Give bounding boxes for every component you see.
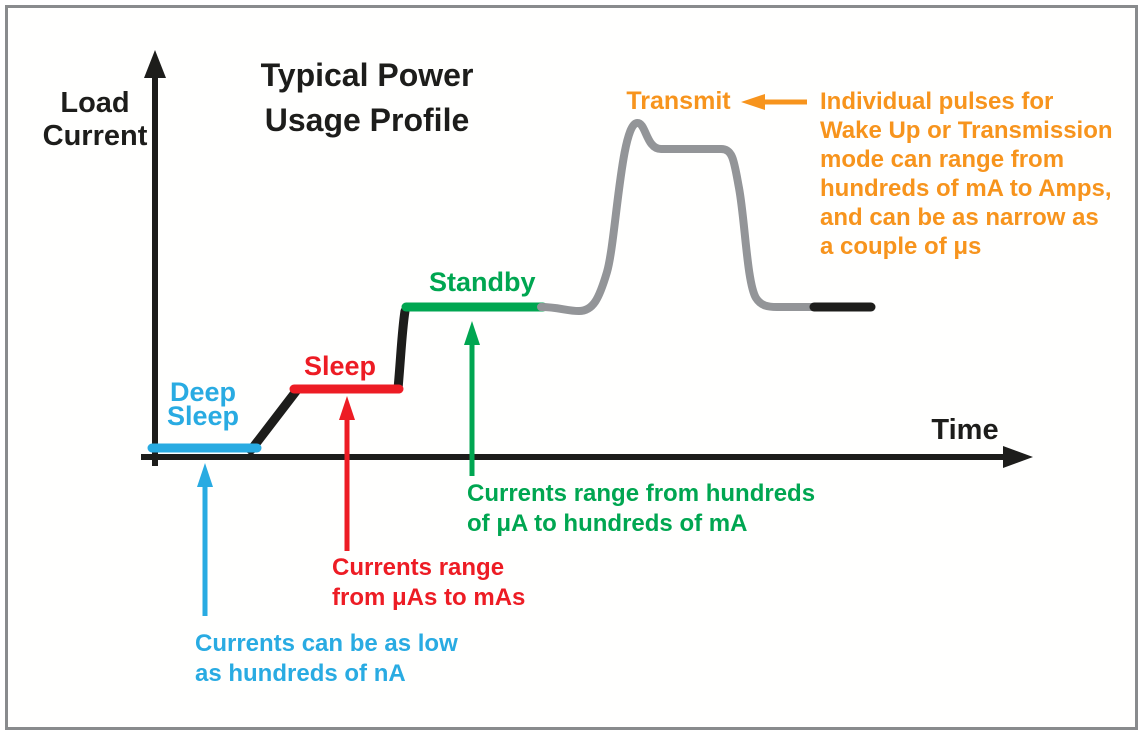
sleep-annotation-arrowhead-icon: [339, 396, 355, 420]
y-axis-arrowhead-icon: [144, 50, 166, 78]
segment-label-deep-sleep: Deep Sleep: [166, 377, 240, 431]
deep-sleep-annotation-arrowhead-icon: [197, 463, 213, 487]
segment-label-standby: Standby: [429, 267, 536, 297]
y-axis-label: Load Current: [42, 87, 148, 152]
x-axis-label: Time: [931, 414, 999, 446]
note-transmit: Individual pulses for Wake Up or Transmi…: [820, 88, 1113, 260]
segment-label-transmit: Transmit: [626, 87, 731, 115]
segment-label-sleep: Sleep: [303, 351, 377, 381]
standby-annotation-arrowhead-icon: [464, 321, 480, 345]
note-sleep: Currents range from μAs to mAs: [332, 554, 526, 611]
diagram-border-frame: [5, 5, 1138, 730]
note-deep-sleep: Currents can be as low as hundreds of nA: [195, 630, 458, 687]
waveform-rise-deepsleep-to-sleep: [246, 385, 302, 455]
chart-title: Typical Power Usage Profile: [260, 57, 474, 138]
note-standby: Currents range from hundreds of μA to hu…: [467, 480, 816, 537]
waveform-rise-sleep-to-standby: [393, 306, 410, 394]
transmit-annotation-arrowhead-icon: [741, 94, 765, 110]
x-axis-arrowhead-icon: [1003, 446, 1033, 468]
waveform-transmit-pulse: [537, 119, 817, 315]
